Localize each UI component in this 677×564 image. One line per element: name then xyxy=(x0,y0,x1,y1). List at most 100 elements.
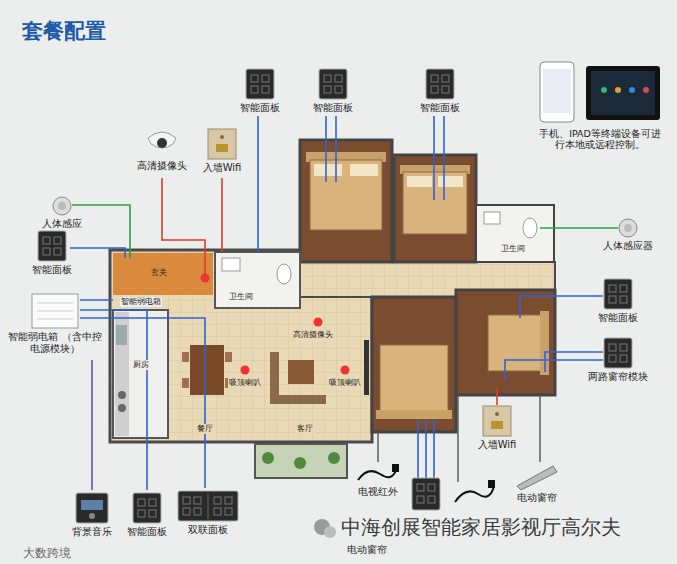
phone-tablet-icon xyxy=(629,87,635,93)
dining-table xyxy=(182,378,189,388)
sensor-icon xyxy=(53,197,71,215)
unlabeled-panel xyxy=(428,496,435,503)
tv-infrared: 电视红外 xyxy=(356,462,400,498)
blue-wire xyxy=(70,248,125,258)
double-panel: 双联面板 xyxy=(177,490,239,536)
music-panel-icon xyxy=(75,492,109,524)
balcony xyxy=(255,444,347,478)
blue-wire xyxy=(520,296,603,318)
bedroom xyxy=(488,315,546,371)
panel-icon xyxy=(426,69,454,99)
panel-icon xyxy=(54,248,61,255)
device-label: 电视红外 xyxy=(356,486,400,498)
blue-wire xyxy=(433,420,435,478)
panel-icon xyxy=(620,355,627,362)
bedroom xyxy=(372,297,456,432)
bedroom xyxy=(380,345,448,413)
panel-icon xyxy=(54,237,61,244)
panel-icon xyxy=(431,86,438,93)
panel-icon xyxy=(138,499,145,506)
balcony xyxy=(262,452,274,464)
dining-table xyxy=(225,352,232,362)
box-icon xyxy=(37,319,73,320)
device-dot xyxy=(201,274,350,375)
device-label: 入墙Wifi xyxy=(201,162,244,174)
sensor-icon xyxy=(52,196,72,216)
bathroom xyxy=(222,258,240,271)
green-wire xyxy=(72,205,618,258)
double-panel-icon xyxy=(225,508,232,515)
gray-wire xyxy=(377,430,378,462)
box-icon xyxy=(32,294,78,328)
gray-wire xyxy=(378,395,540,482)
balcony xyxy=(328,452,340,464)
device-label: 智能面板 xyxy=(125,526,169,538)
smart-panel: 智能面板 xyxy=(418,68,462,114)
phone-tablet-icon xyxy=(591,71,655,115)
phone-tablet-icon xyxy=(586,66,660,120)
device-label: 智能面板 xyxy=(418,102,462,114)
blue-wire xyxy=(545,352,603,372)
bedroom xyxy=(300,140,392,262)
panel-icon xyxy=(609,355,616,362)
room-label: 餐厅 xyxy=(196,424,214,434)
smart-panel: 智能面板 xyxy=(238,68,282,114)
double-panel-icon xyxy=(177,490,239,522)
kitchen xyxy=(113,310,168,438)
purple-wire xyxy=(91,360,93,490)
camera-icon xyxy=(145,128,179,158)
sensor-icon xyxy=(624,224,632,232)
camera-icon xyxy=(157,138,167,148)
box-icon xyxy=(31,293,79,329)
wall-wifi: 入墙Wifi xyxy=(476,405,519,451)
kitchen xyxy=(118,391,126,399)
device-label: 入墙Wifi xyxy=(476,439,519,451)
wifi-icon xyxy=(216,144,228,152)
curtain-label: 电动窗帘 xyxy=(345,542,389,556)
room-label: 玄关 xyxy=(150,268,168,278)
device-dot xyxy=(201,274,210,283)
double-panel-icon xyxy=(225,497,232,504)
bedroom xyxy=(394,155,476,262)
unlabeled-panel xyxy=(417,496,424,503)
camera-icon xyxy=(148,132,176,148)
phone-tablet-icon xyxy=(543,69,571,113)
dining-table xyxy=(182,345,232,395)
motor-icon xyxy=(517,466,557,490)
wechat-icon xyxy=(324,526,336,538)
device-label: 人体感应 xyxy=(40,218,84,230)
panel-icon xyxy=(431,75,438,82)
gray-wire xyxy=(457,395,458,482)
entry-hall xyxy=(113,253,213,295)
bathroom xyxy=(484,212,500,224)
purple-wire xyxy=(91,360,93,490)
unlabeled-panel xyxy=(412,478,440,510)
panel-icon xyxy=(132,492,162,524)
panel-icon xyxy=(262,75,269,82)
smart-panel: 智能面板 xyxy=(311,68,355,114)
motion-sensor: 人体感应器 xyxy=(601,218,655,252)
phone-tablet: 手机、IPAD等终端设备可进行本地或远程控制。 xyxy=(535,60,665,151)
unlabeled-panel xyxy=(412,478,440,510)
panel-icon xyxy=(318,68,348,100)
sofa xyxy=(270,340,369,404)
panel-icon xyxy=(262,86,269,93)
title-text: 套餐配置 xyxy=(22,17,106,45)
cable-icon xyxy=(455,486,494,502)
box-icon xyxy=(37,311,73,312)
panel-icon xyxy=(609,344,616,351)
watermark: 中海创展智能家居影视厅高尔夫 xyxy=(340,515,622,539)
bathroom xyxy=(215,252,300,308)
panel-icon xyxy=(603,278,633,310)
sensor-icon xyxy=(619,219,637,237)
blue-wire xyxy=(417,420,419,478)
panel-icon xyxy=(609,296,616,303)
panel-icon xyxy=(245,68,275,100)
wifi-icon xyxy=(208,129,236,159)
panel-icon xyxy=(251,75,258,82)
wifi-icon xyxy=(495,412,499,416)
device-label: 电动窗帘 xyxy=(345,544,389,556)
double-panel-icon xyxy=(178,491,238,521)
sofa xyxy=(288,360,314,384)
unlabeled-panel xyxy=(428,484,435,491)
